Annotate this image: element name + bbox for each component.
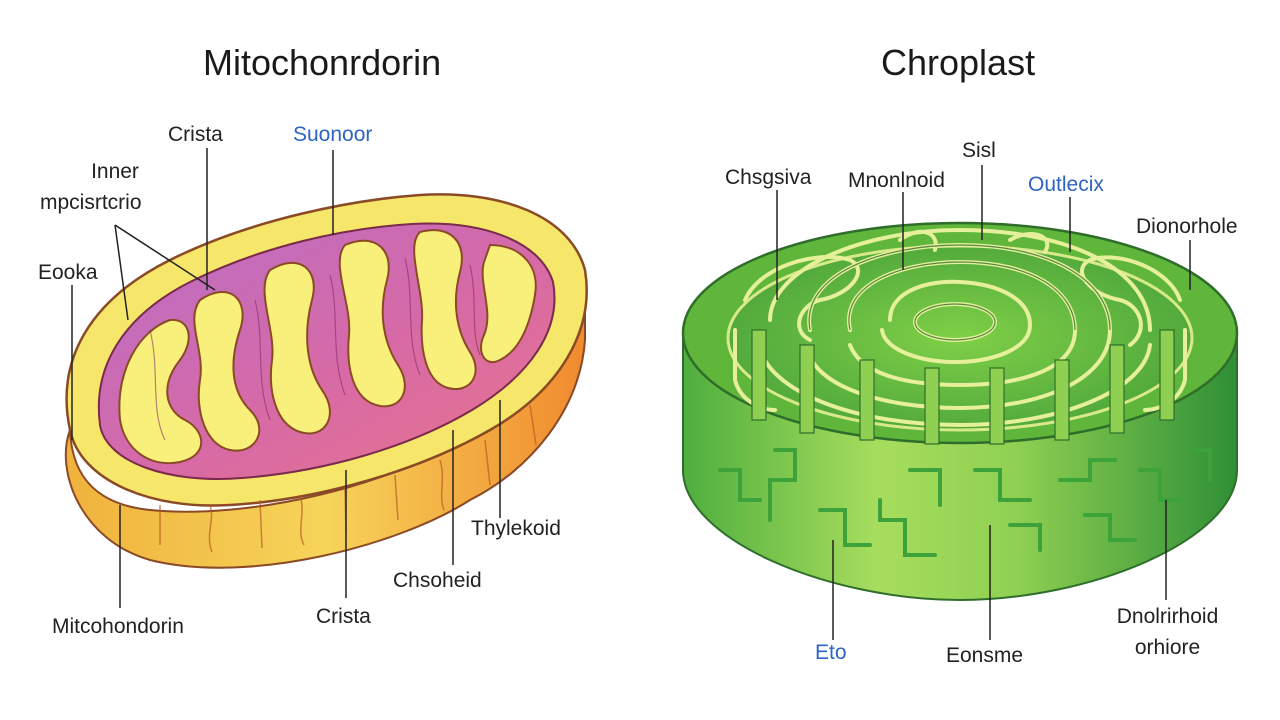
label-thylekoid: Thylekoid [471, 517, 561, 540]
label-suonoor: Suonoor [293, 123, 373, 146]
label-dnolrirhoid-line2: orhiore [1134, 636, 1201, 659]
label-crista-top: Crista [168, 123, 223, 146]
label-chsoheid: Chsoheid [393, 569, 482, 592]
mitochondrion-leader-lines [71, 148, 501, 608]
label-chsgsiva: Chsgsiva [725, 166, 812, 189]
chloroplast-leader-lines [776, 165, 1191, 640]
label-dionorhole: Dionorhole [1136, 215, 1238, 238]
label-mitochondrin: Mitcohondorin [52, 615, 184, 638]
label-eonsme: Eonsme [946, 644, 1024, 667]
label-inner-line1: Inner [91, 160, 139, 183]
label-eto: Eto [815, 641, 847, 664]
label-sisl: Sisl [962, 139, 996, 162]
mitochondrion-title: Mitochonrdorin [203, 42, 442, 83]
mitochondrion-body [64, 193, 588, 569]
label-dnolrirhoid-line1: Dnolrirhoid [1116, 605, 1219, 628]
label-inner-line2: mpcisrtcrio [40, 191, 142, 214]
label-eooka: Eooka [38, 261, 98, 284]
label-crista-bottom: Crista [316, 605, 371, 628]
chloroplast-body [681, 221, 1239, 602]
chloroplast-title: Chroplast [881, 42, 1036, 83]
label-outlecix: Outlecix [1028, 173, 1104, 196]
mitochondrion-outer-wall [64, 299, 586, 569]
label-mnonlnoid: Mnonlnoid [848, 169, 945, 192]
chloroplast-wall-markings [718, 448, 1212, 557]
